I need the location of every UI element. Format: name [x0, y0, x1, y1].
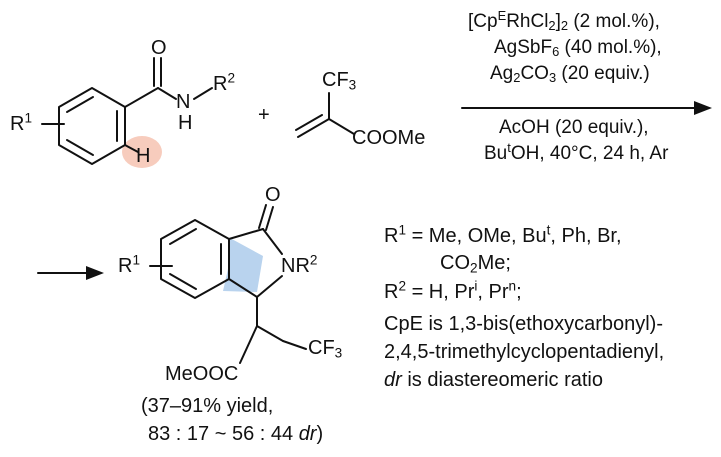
- amide-r1-label: R1: [10, 110, 33, 135]
- product-cf3-label: CF3: [308, 337, 343, 361]
- yield-text: (37–91% yield,: [141, 395, 274, 417]
- continuation-arrowhead: [86, 266, 104, 280]
- reaction-arrowhead: [694, 101, 712, 115]
- legend-r1: R1 = Me, OMe, But, Ph, Br,: [384, 222, 622, 247]
- legend-cpe-line1: CpE is 1,3-bis(ethoxycarbonyl)-: [384, 313, 663, 335]
- condition-oxidant: Ag2CO3 (20 equiv.): [490, 63, 650, 86]
- ortho-hydrogen-label: H: [136, 145, 151, 167]
- product-r1-label: R1: [118, 252, 141, 277]
- amide-nh-hydrogen-label: H: [178, 112, 193, 134]
- legend-cpe-line2: 2,4,5-trimethylcyclopentadienyl,: [384, 341, 665, 363]
- acrylate-cf3-label: CF3: [322, 69, 357, 93]
- acrylate-ester-label: COOMe: [352, 127, 426, 149]
- ch-highlight: [122, 136, 162, 168]
- product-ester-label: MeOOC: [165, 363, 239, 385]
- product-oxygen-label: O: [265, 184, 281, 206]
- condition-silver-salt: AgSbF6 (40 mol.%),: [494, 37, 662, 60]
- legend-r2: R2 = H, Pri, Prn;: [384, 278, 522, 303]
- amide-oxygen-label: O: [151, 37, 167, 59]
- benzamide-structure: [41, 57, 213, 165]
- condition-additive: AcOH (20 equiv.),: [499, 117, 649, 138]
- amide-nitrogen-label: N: [176, 91, 191, 113]
- plus-sign: +: [258, 104, 270, 126]
- dr-range-text: 83 : 17 ~ 56 : 44 dr): [148, 423, 324, 445]
- product-nr2-label: NR2: [281, 252, 318, 277]
- legend-r1-cont: CO2Me;: [440, 252, 511, 276]
- product-structure: [149, 204, 307, 364]
- amide-r2-label: R2: [213, 70, 236, 95]
- legend-dr-definition: dr is diastereomeric ratio: [384, 369, 603, 391]
- condition-solvent-temp: ButOH, 40°C, 24 h, Ar: [484, 139, 669, 164]
- lactam-ring-highlight: [223, 238, 263, 292]
- acrylate-structure: [295, 92, 355, 138]
- condition-catalyst: [CpERhCl2]2 (2 mol.%),: [468, 7, 660, 34]
